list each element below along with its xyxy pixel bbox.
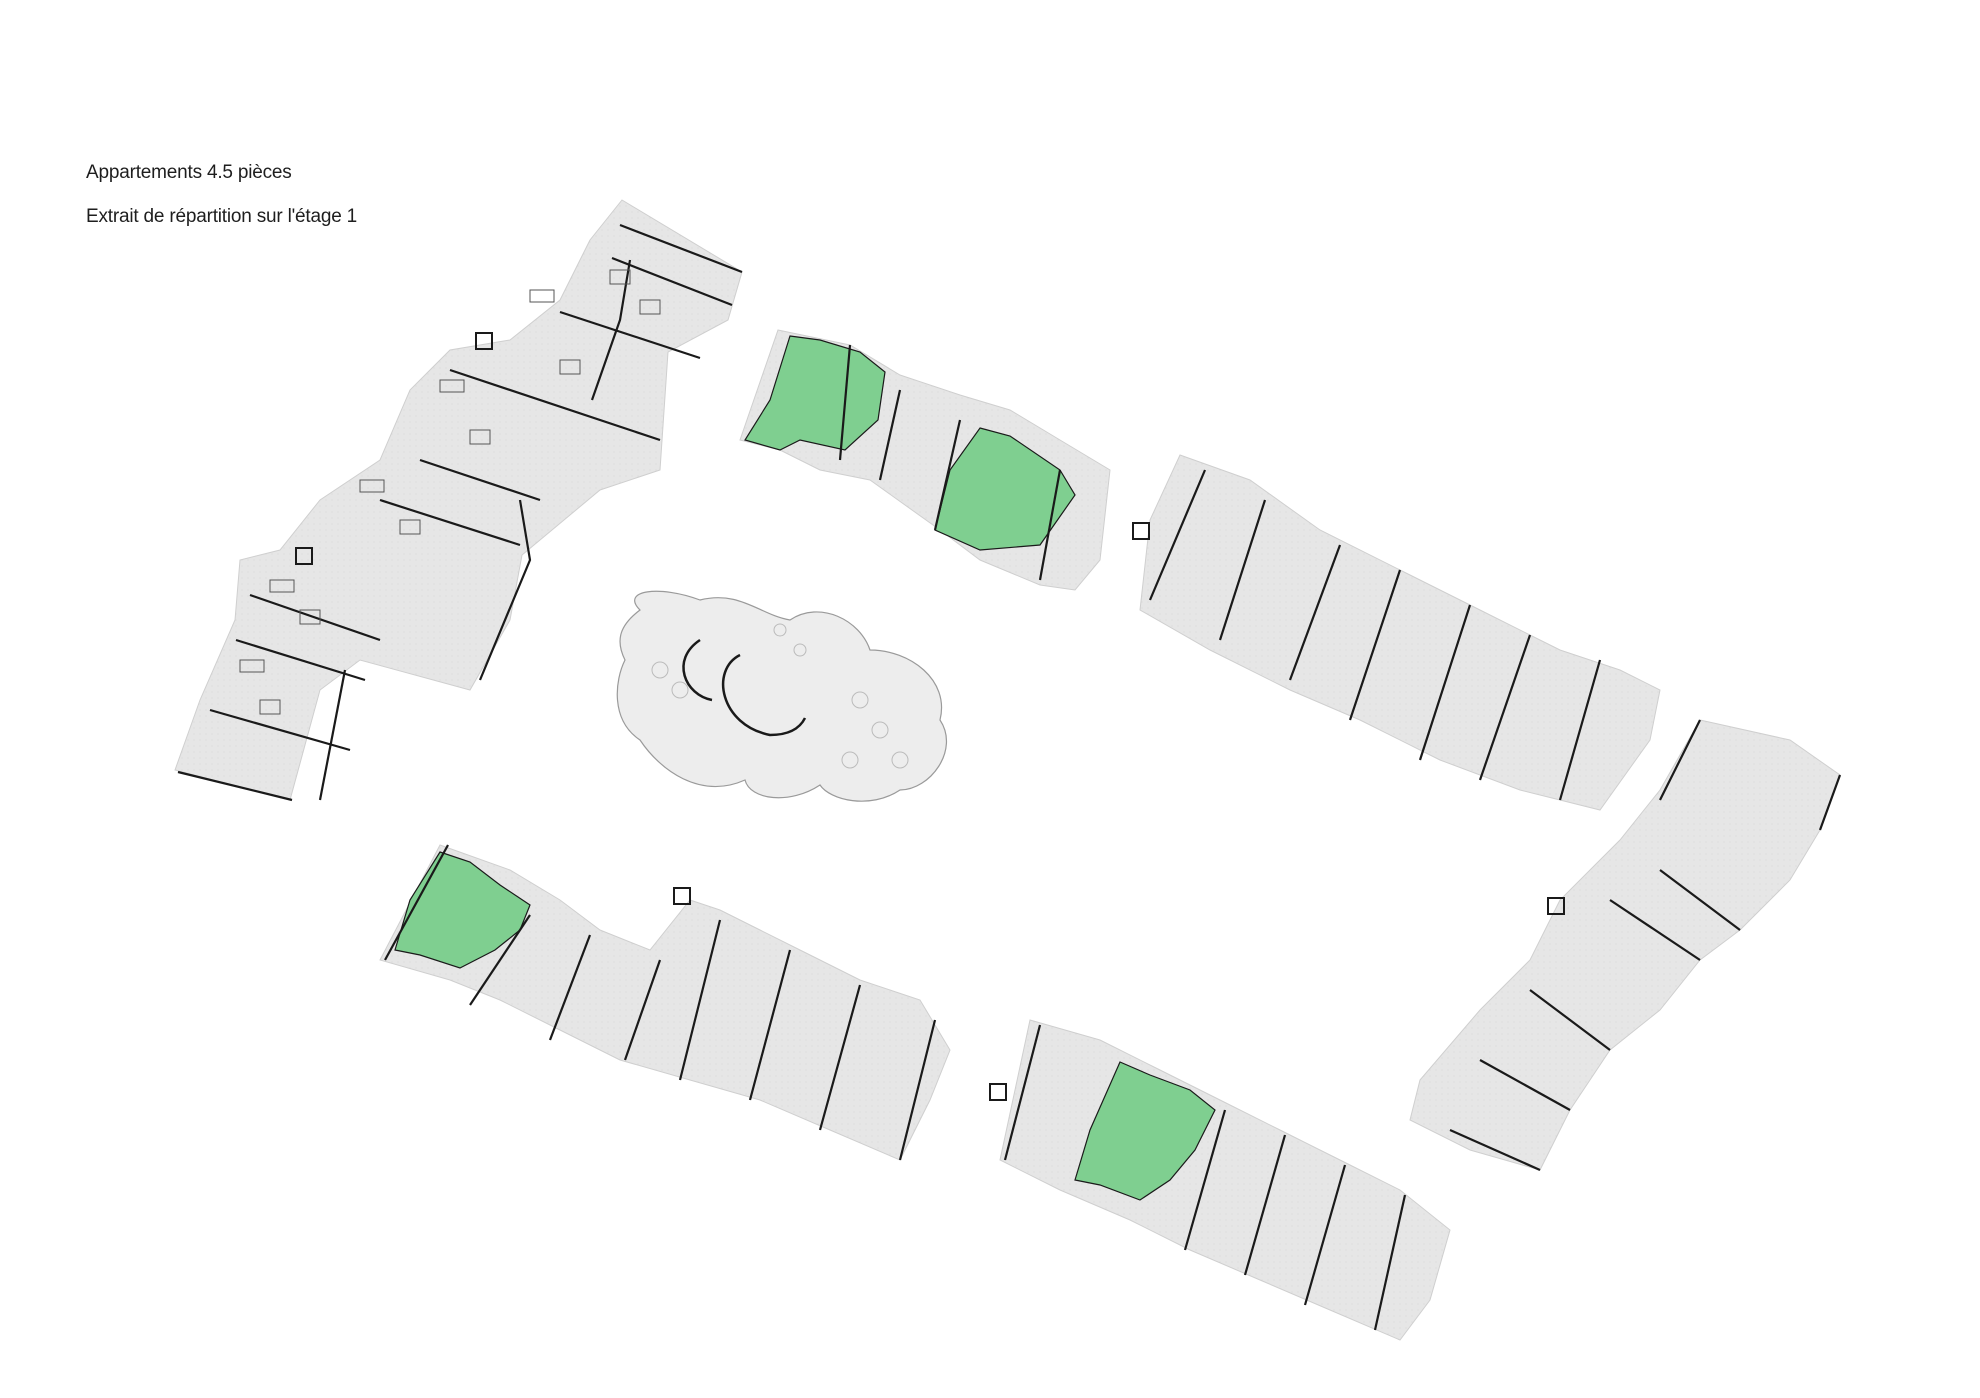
stair-tower: [295, 547, 313, 565]
stair-tower: [1547, 897, 1565, 915]
stair-tower: [989, 1083, 1007, 1101]
central-pavilion: [616, 590, 947, 802]
highlighted-apartment: [744, 335, 886, 451]
page-title: Appartements 4.5 pièces: [86, 162, 292, 183]
building-wing-east: [1409, 719, 1842, 1172]
building-wing-southwest: [379, 844, 951, 1161]
wing-east-footprint: [1409, 719, 1841, 1171]
highlighted-apartment: [1074, 1061, 1216, 1201]
page-subtitle: Extrait de répartition sur l'étage 1: [86, 206, 358, 227]
stair-tower: [1132, 522, 1150, 540]
pavilion-curved-wall: [722, 653, 807, 737]
wing-northwest-footprint: [174, 199, 743, 801]
building-wing-northeast: [739, 329, 1661, 811]
stair-tower: [673, 887, 691, 905]
pavilion-curved-wall: [682, 638, 713, 702]
pavilion-outline: [616, 590, 947, 802]
stair-tower: [475, 332, 493, 350]
building-wing-northwest: [174, 199, 743, 802]
wing-northeast-footprint: [1139, 454, 1661, 811]
building-wing-southeast: [989, 1019, 1451, 1341]
